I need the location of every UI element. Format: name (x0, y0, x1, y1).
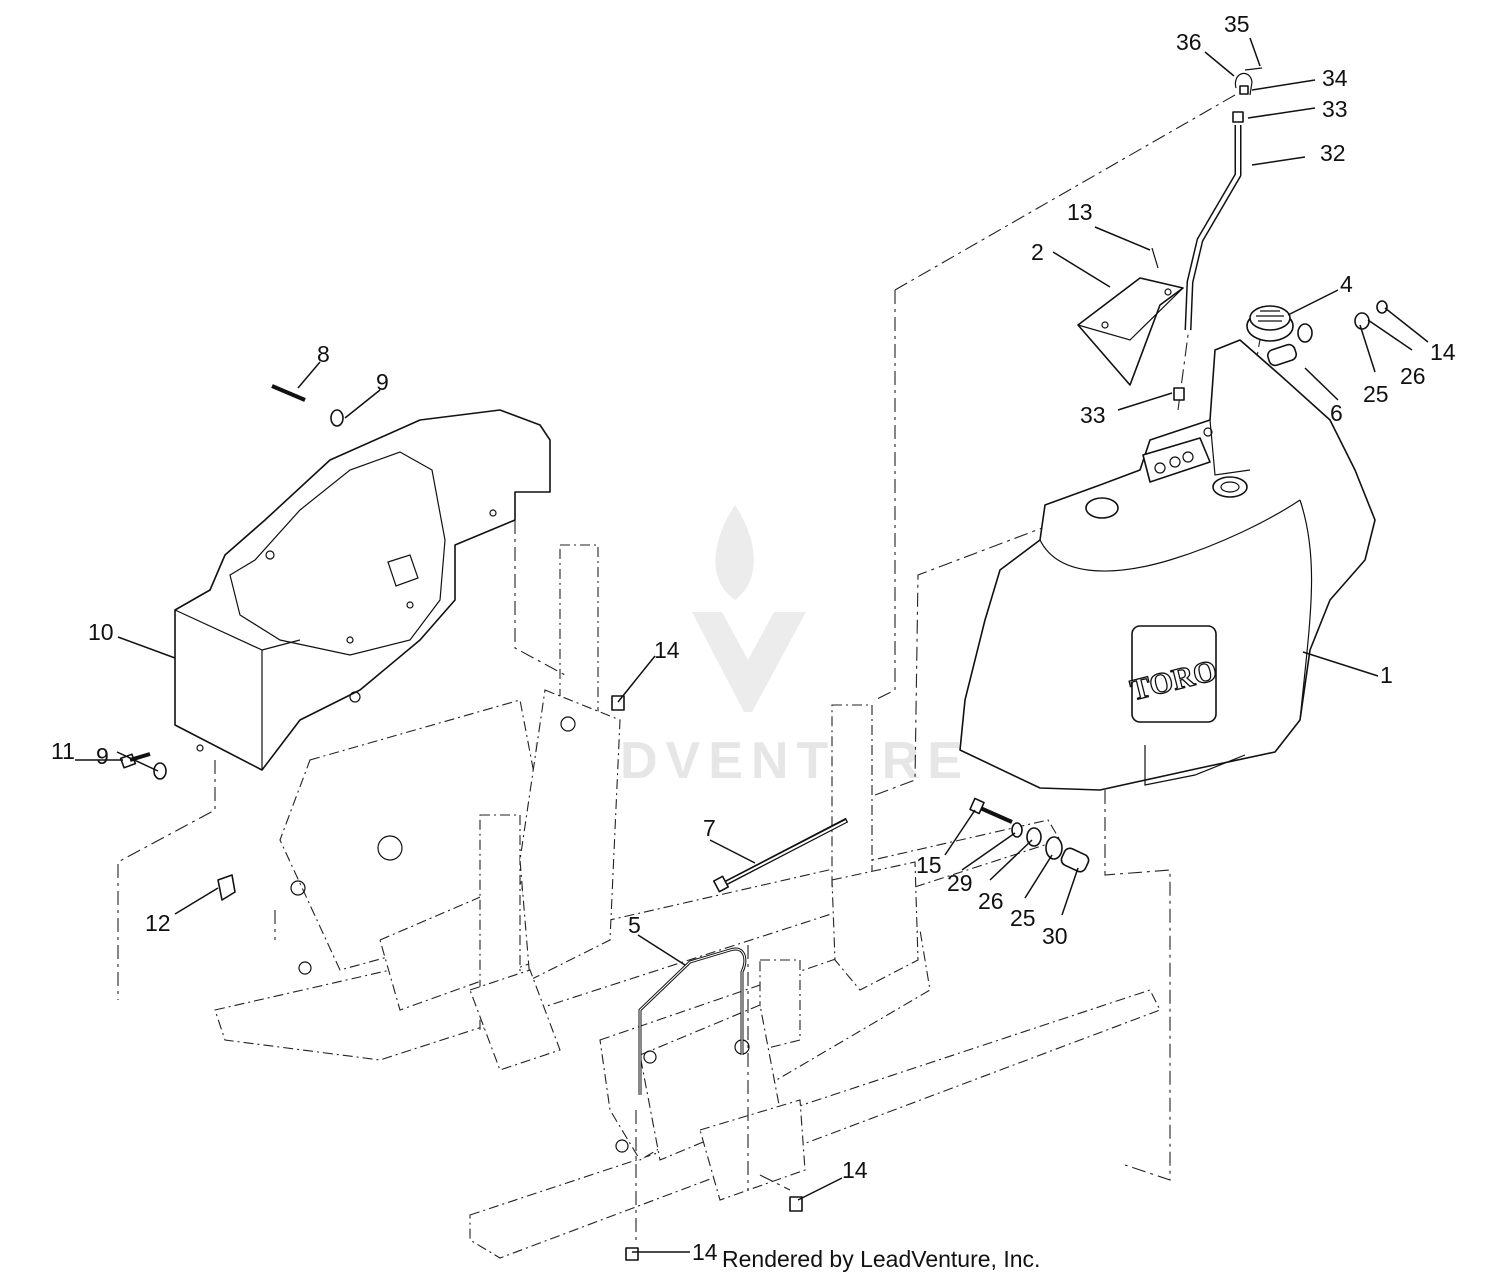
heat-shield-2 (1077, 277, 1184, 386)
tank-strap-5 (638, 947, 747, 1095)
fitting-33 (1173, 387, 1185, 401)
callout-11: 11 (51, 738, 75, 764)
callout-13: 13 (1067, 199, 1093, 225)
callout-26-upper: 26 (1400, 363, 1426, 389)
callout-4: 4 (1340, 271, 1353, 297)
vent-hose-32 (1151, 67, 1263, 401)
callout-14-bottom: 14 (692, 1239, 718, 1265)
callout-1: 1 (1380, 662, 1393, 688)
callout-12: 12 (145, 910, 171, 936)
callout-34: 34 (1322, 65, 1348, 91)
callout-15: 15 (916, 852, 942, 878)
callout-10: 10 (88, 619, 114, 645)
tank-logo-plate (1131, 625, 1217, 723)
screw-13 (1151, 247, 1159, 269)
callout-25-lower: 25 (1010, 905, 1036, 931)
frame-assembly (214, 544, 1161, 1259)
callout-26-lower: 26 (978, 888, 1004, 914)
lower-hardware (119, 384, 1090, 1261)
callout-9-upper: 9 (376, 369, 389, 395)
bracket-12 (217, 874, 236, 901)
callout-14-middle: 14 (654, 637, 680, 663)
callout-35: 35 (1224, 11, 1250, 37)
callout-33-upper: 33 (1322, 96, 1348, 122)
callout-5: 5 (628, 912, 641, 938)
callout-2: 2 (1031, 239, 1044, 265)
callout-33-lower: 33 (1080, 402, 1106, 428)
fuel-cap-4 (1246, 305, 1294, 342)
callout-25-upper: 25 (1363, 381, 1389, 407)
callout-8: 8 (317, 341, 330, 367)
callout-6: 6 (1330, 400, 1343, 426)
callout-36: 36 (1176, 29, 1202, 55)
upper-hardware (1266, 300, 1388, 367)
callout-14-upper-right: 14 (1430, 339, 1456, 365)
callout-30: 30 (1042, 923, 1068, 949)
callout-29: 29 (947, 870, 973, 896)
callout-7: 7 (703, 815, 716, 841)
callout-labels: 1 2 4 5 6 7 8 9 9 10 11 12 13 14 14 14 1… (51, 11, 1456, 1265)
fuel-tank-1: TORO (959, 339, 1376, 791)
leader-lines (75, 37, 1429, 1253)
callout-32: 32 (1320, 140, 1346, 166)
render-credit: Rendered by LeadVenture, Inc. (722, 1246, 1041, 1272)
fender-shroud-10 (174, 409, 551, 771)
callout-9-lower: 9 (96, 743, 109, 769)
callout-14-lower-right: 14 (842, 1157, 868, 1183)
